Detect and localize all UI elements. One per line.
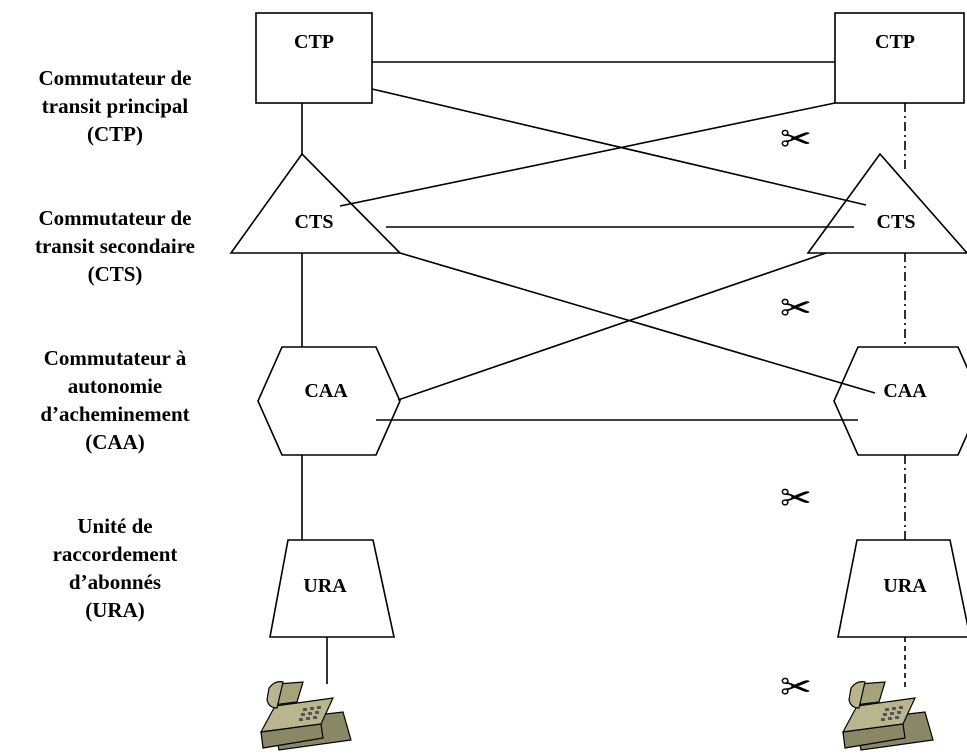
telephone-icon bbox=[841, 681, 934, 751]
caa-node-left bbox=[257, 346, 401, 456]
label-caa: Commutateur à autonomie d’acheminement (… bbox=[40, 346, 190, 454]
ctp-node-right bbox=[834, 12, 965, 104]
scissors-icon: ✂ bbox=[780, 476, 812, 520]
ura-label-left: URA bbox=[303, 575, 347, 597]
caa-node-right bbox=[833, 346, 967, 456]
telephone-icon bbox=[259, 681, 352, 751]
ctp-label-left: CTP bbox=[294, 31, 334, 53]
label-cts: Commutateur de transit secondaire (CTS) bbox=[34, 206, 195, 286]
caa-label-right: CAA bbox=[883, 380, 927, 402]
ura-node-right bbox=[837, 539, 967, 638]
scissors-icon: ✂ bbox=[780, 286, 812, 330]
cts-label-left: CTS bbox=[295, 211, 334, 233]
scissors-icon: ✂ bbox=[780, 665, 812, 709]
ctp-label-right: CTP bbox=[875, 31, 915, 53]
label-ura: Unité de raccordement d’abonnés (URA) bbox=[52, 514, 178, 622]
link-ctp-right-cts-left bbox=[339, 102, 836, 207]
ctp-node-left bbox=[255, 12, 373, 104]
label-ctp: Commutateur de transit principal (CTP) bbox=[38, 66, 192, 146]
link-cts-right-caa-left bbox=[397, 252, 827, 401]
link-ctp-left-cts-right bbox=[371, 88, 867, 206]
cts-node-right bbox=[806, 152, 967, 254]
cts-label-right: CTS bbox=[877, 211, 916, 233]
scissors-icon: ✂ bbox=[780, 117, 812, 161]
caa-label-left: CAA bbox=[304, 380, 348, 402]
cts-node-left bbox=[229, 152, 402, 254]
ura-node-left bbox=[269, 539, 395, 638]
ura-label-right: URA bbox=[883, 575, 927, 597]
link-cts-left-caa-right bbox=[399, 252, 876, 394]
